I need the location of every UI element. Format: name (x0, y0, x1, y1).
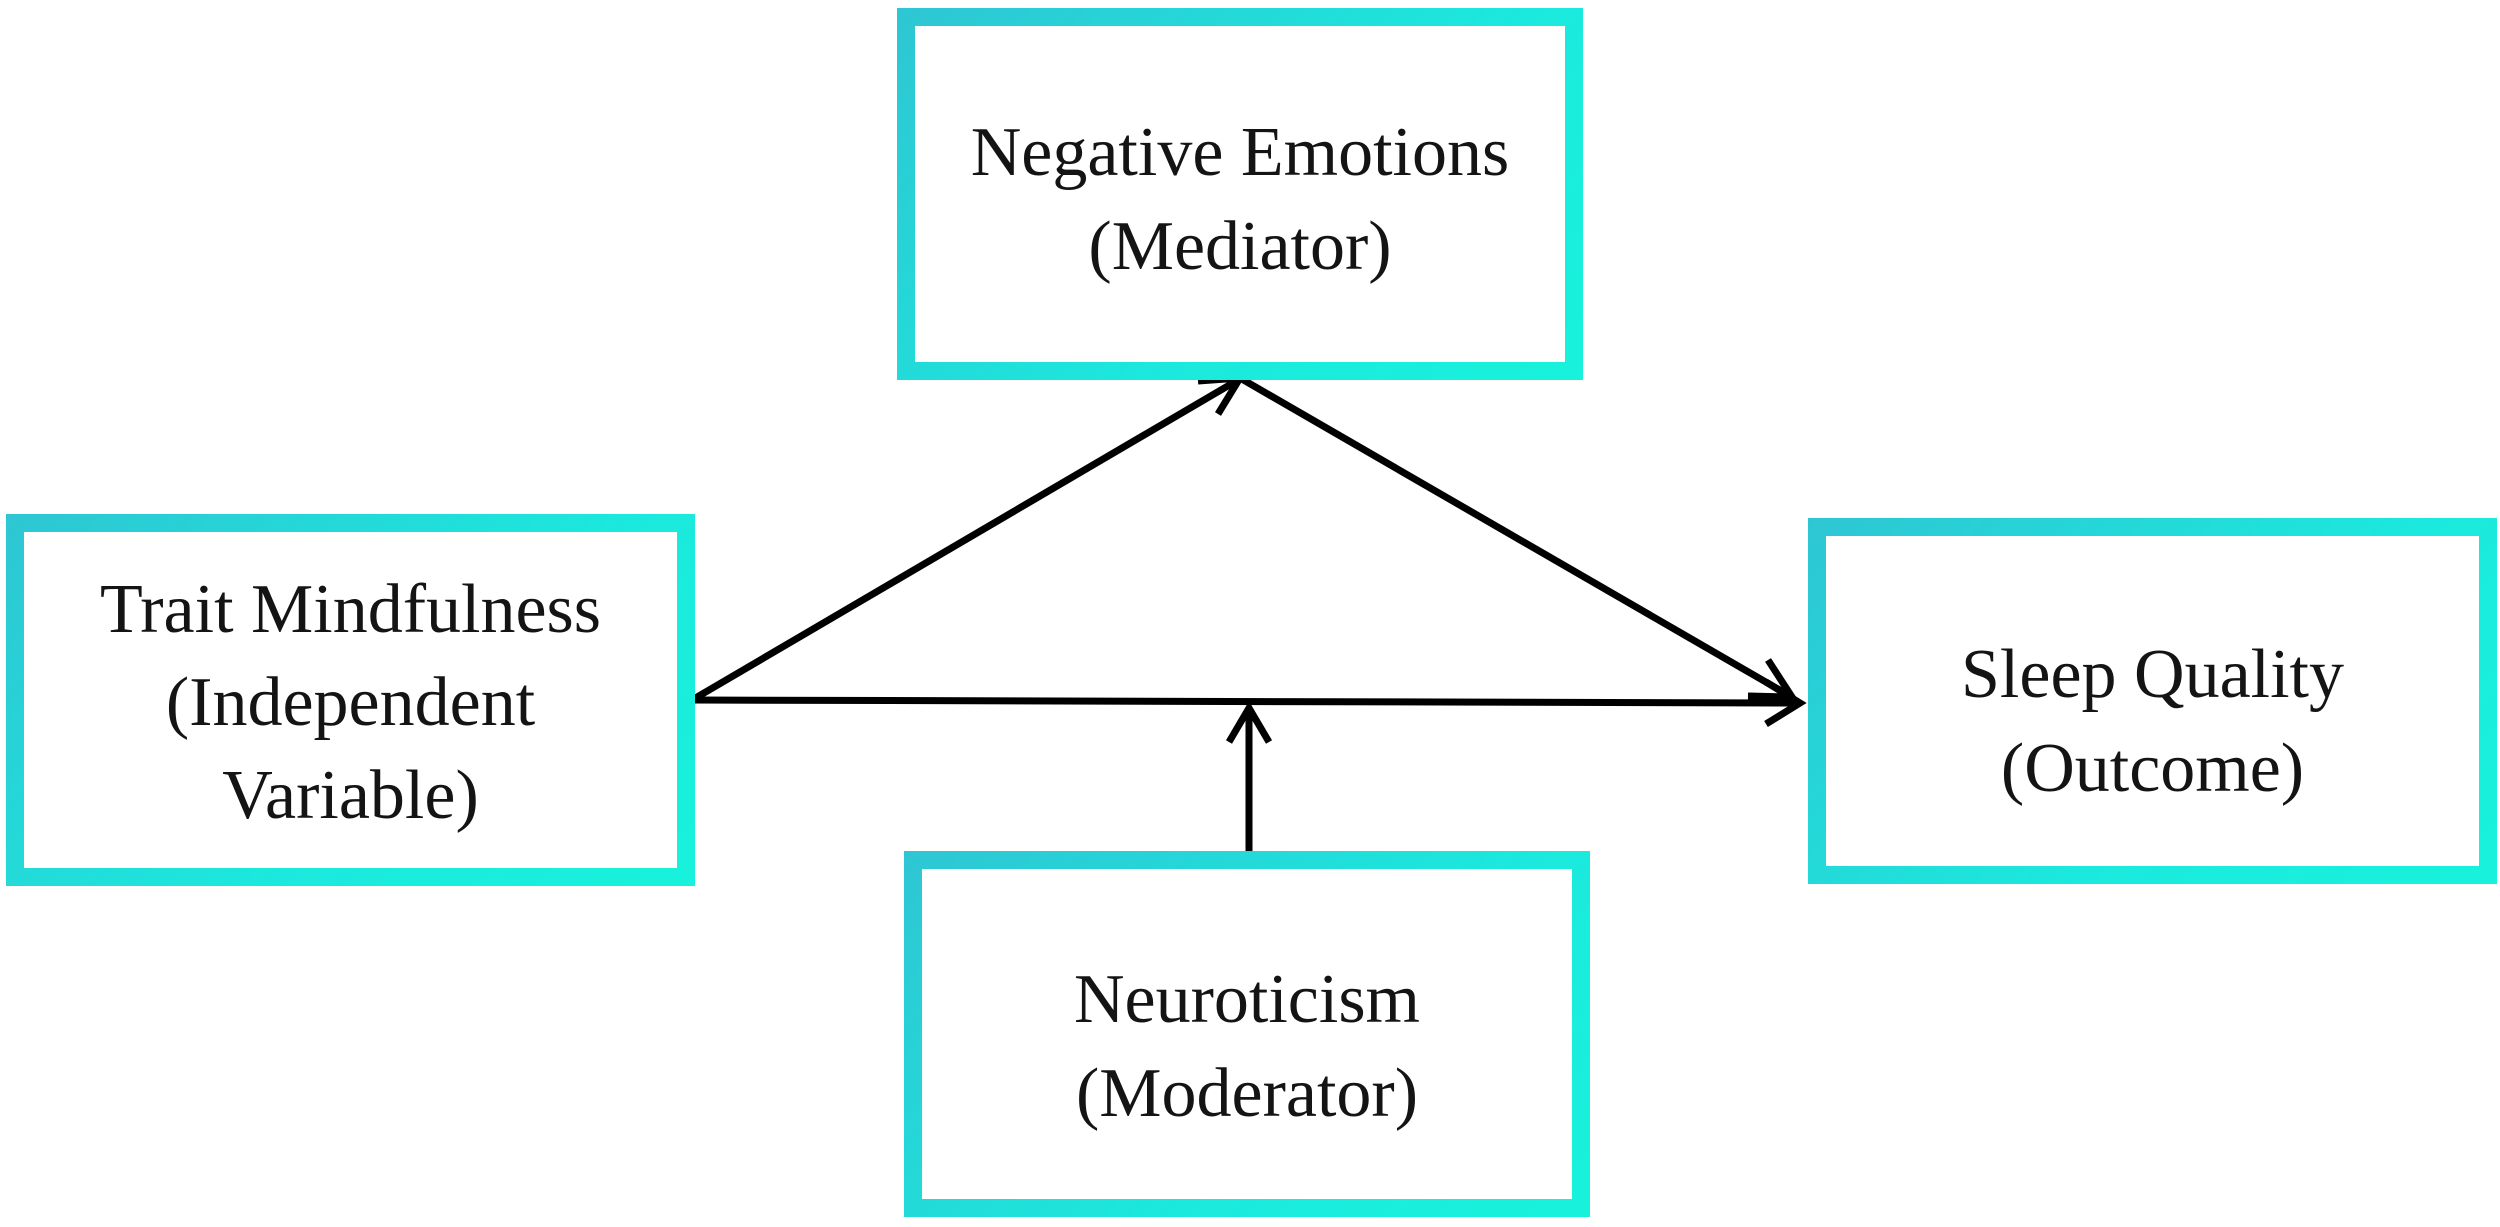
arrow-mediator-to-outcome (1238, 374, 1792, 700)
mediator-box-content: Negative Emotions (Mediator) (915, 26, 1565, 362)
independent-variable-role-line2: Variable) (222, 756, 479, 834)
outcome-label: Sleep Quality (1961, 636, 2344, 713)
arrowhead-iv-to-outcome (1764, 679, 1807, 727)
moderator-role: (Moderator) (1075, 1055, 1419, 1132)
mediator-label: Negative Emotions (970, 114, 1510, 191)
outcome-box-content: Sleep Quality (Outcome) (1826, 536, 2479, 866)
outcome-role: (Outcome) (2000, 730, 2305, 807)
moderator-box: Neuroticism (Moderator) (904, 851, 1590, 1217)
mediator-role: (Mediator) (1088, 208, 1392, 285)
arrow-iv-to-outcome (691, 696, 1799, 707)
independent-variable-box: Trait Mindfulness (Independent Variable) (6, 514, 695, 886)
independent-variable-label: Trait Mindfulness (99, 570, 602, 648)
mediator-box: Negative Emotions (Mediator) (897, 8, 1583, 380)
independent-variable-role-line1: (Independent (165, 663, 536, 741)
arrowhead-iv-to-mediator (1197, 374, 1247, 416)
outcome-box: Sleep Quality (Outcome) (1808, 518, 2497, 884)
independent-variable-box-content: Trait Mindfulness (Independent Variable) (24, 532, 677, 868)
arrowhead-mediator-to-outcome (1747, 658, 1799, 701)
moderator-label: Neuroticism (1073, 961, 1421, 1038)
arrow-iv-to-mediator (690, 376, 1240, 704)
moderator-box-content: Neuroticism (Moderator) (922, 869, 1572, 1199)
arrowhead-moderator-to-path (1225, 701, 1273, 744)
